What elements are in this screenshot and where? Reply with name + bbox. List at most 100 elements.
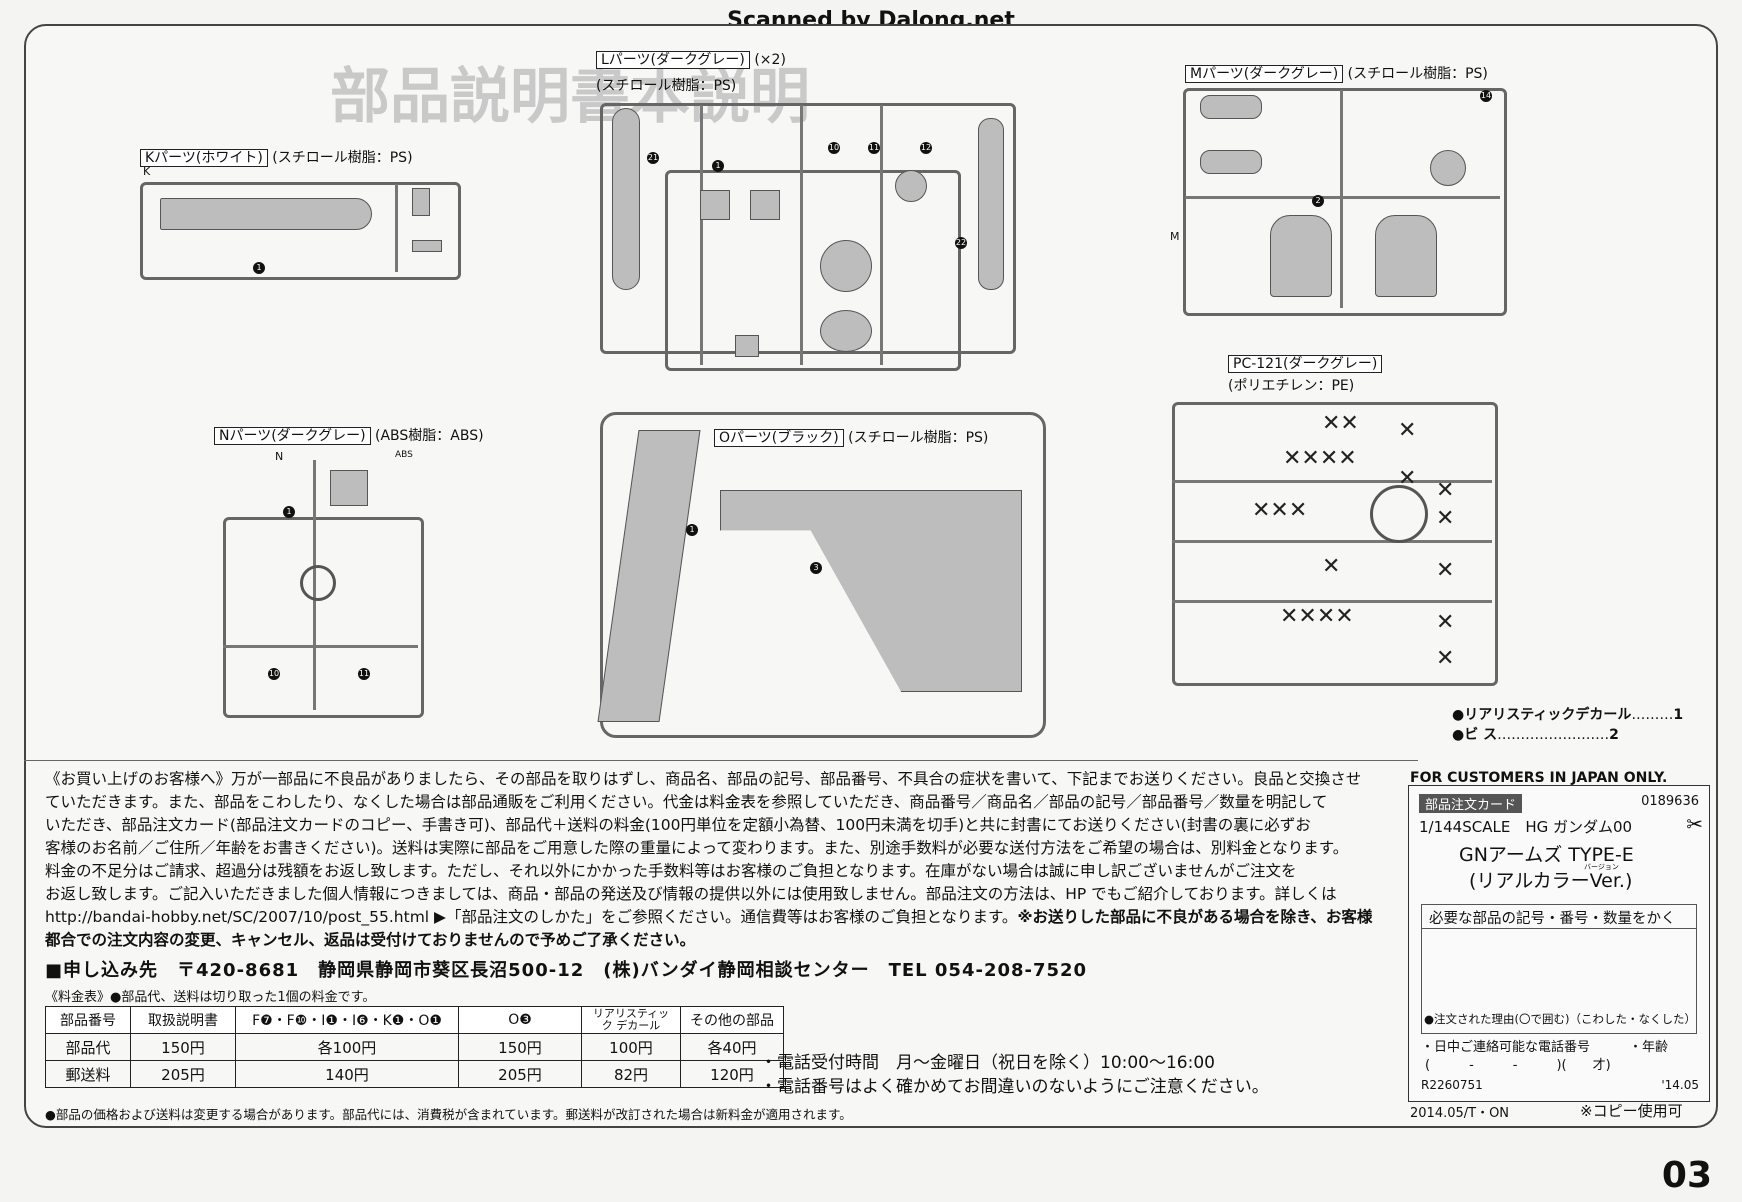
card-code: 0189636 [1641, 794, 1699, 809]
card-copy-note: ※コピー使用可 [1580, 1102, 1683, 1120]
pc-x-mark: ✕ [1398, 418, 1417, 443]
fee-header-cell: O❸ [458, 1006, 582, 1034]
fee-cell: 各100円 [235, 1033, 459, 1061]
l-part-number-11: 11 [868, 142, 880, 154]
m-runner-bar-v [1340, 90, 1343, 308]
m-part-1 [1270, 215, 1332, 297]
pc-runner-bar-1 [1172, 480, 1492, 483]
card-phone-field[interactable]: ( - - )( 才) [1425, 1058, 1611, 1073]
k-part-3 [412, 240, 442, 252]
fee-cell: 各40円 [680, 1033, 784, 1061]
fee-cell: 82円 [581, 1060, 681, 1088]
pc-ring [1370, 485, 1428, 543]
fee-header-cell: 取扱説明書 [130, 1006, 236, 1034]
k-runner-bar [395, 184, 398, 272]
card-header: FOR CUSTOMERS IN JAPAN ONLY. [1410, 770, 1668, 786]
card-fill-box[interactable] [1421, 904, 1697, 1034]
l-part-number-22: 22 [955, 237, 967, 249]
pc-x-mark: ✕ [1436, 478, 1455, 503]
card-ref: R2260751 [1421, 1078, 1483, 1092]
notice-line: 客様のお名前／ご住所／年齢をお書きください)。送料は実際に部品をご用意した際の重… [45, 839, 1349, 857]
l-part-10 [735, 335, 759, 357]
page-number: 03 [1661, 1155, 1712, 1196]
l-part-15 [820, 240, 872, 292]
m-part-number-14: 14 [1480, 90, 1492, 102]
pc-x-mark: ✕✕✕✕ [1280, 604, 1354, 629]
m-part-number-2: 2 [1312, 195, 1324, 207]
notice-line: 料金の不足分はご請求、超過分は残額をお返し致します。ただし、それ以外にかかった手… [45, 862, 1297, 880]
k-part-1 [160, 198, 372, 230]
k-runner-frame [140, 182, 461, 280]
fee-cell: 120円 [680, 1060, 784, 1088]
price-footnote: ●部品の価格および送料は変更する場合があります。部品代には、消費税が含まれていま… [45, 1107, 852, 1122]
notice-line: お返し致します。ご記入いただきました個人情報につきましては、商品・部品の発送及び… [45, 885, 1337, 903]
l-runner-outer [600, 103, 1016, 354]
fee-cell: 部品代 [45, 1033, 131, 1061]
fee-cell: 150円 [130, 1033, 236, 1061]
m-part-11 [1430, 150, 1466, 186]
card-ruby: バージョン [1584, 863, 1619, 871]
pc-x-mark: ✕ [1436, 646, 1455, 671]
n-part-ring [300, 565, 336, 601]
pc-x-mark: ✕ [1436, 506, 1455, 531]
o-part-number-1: 1 [686, 524, 698, 536]
l-part-number-21: 21 [647, 152, 659, 164]
m-runner-letter: M [1170, 230, 1180, 243]
m-runner-frame [1183, 88, 1507, 316]
fee-cell: 205円 [130, 1060, 236, 1088]
fee-caption: 《料金表》●部品代、送料は切り取った1個の料金です。 [45, 990, 376, 1005]
n-runner-label: Nパーツ(ダークグレー) (ABS樹脂：ABS) [214, 425, 484, 445]
extras-list: ●リアリスティックデカール………1 ●ビ ス……………………2 [1452, 705, 1683, 745]
show-through-heading: 部品説明書本説明 [330, 62, 810, 132]
n-runner-bar [223, 645, 418, 648]
fee-header-row: 部品番号 取扱説明書 F❼・F❿・I❶・I❻・K❶・O❶ O❸ リアリスティック… [45, 1006, 784, 1034]
l-part-4 [750, 190, 780, 220]
card-age-label: ・年齢 [1629, 1040, 1669, 1055]
card-print: 2014.05/T・ON [1410, 1106, 1510, 1121]
fee-cell: 150円 [458, 1033, 582, 1061]
pc-runner-bar-2 [1172, 540, 1492, 543]
fee-cell: 205円 [458, 1060, 582, 1088]
phone-hours: ・電話受付時間 月～金曜日（祝日を除く）10:00～16:00 [760, 1053, 1215, 1073]
pc-runner-frame [1172, 402, 1498, 686]
l-part-21 [612, 108, 640, 290]
l-part-3 [700, 190, 730, 220]
pc-x-mark: ✕✕ [1322, 411, 1359, 436]
fee-header-cell: F❼・F❿・I❶・I❻・K❶・O❶ [235, 1006, 459, 1034]
n-runner-frame [223, 517, 424, 718]
extra-screw: ●ビ ス……………………2 [1452, 727, 1619, 743]
fee-header-cell: リアリスティック デカール [581, 1006, 681, 1034]
l-part-18 [820, 310, 872, 352]
fee-cell: 郵送料 [45, 1060, 131, 1088]
card-scale: 1/144SCALE HG ガンダム00 [1419, 818, 1633, 836]
m-part-5 [1200, 95, 1262, 119]
l-part-number-12: 12 [920, 142, 932, 154]
n-runner-letter: N [275, 450, 284, 463]
notice-line: 《お買い上げのお客様へ》万が一部品に不良品がありましたら、その部品を取りはずし、… [45, 770, 1362, 788]
card-rule [1421, 928, 1697, 929]
fee-header-cell: その他の部品 [680, 1006, 784, 1034]
k-part-number: 1 [253, 262, 265, 274]
m-part-3 [1375, 215, 1437, 297]
card-product: GNアームズ TYPE-E [1459, 844, 1634, 866]
l-runner-material: (スチロール樹脂：PS) [596, 78, 737, 94]
card-title: 部品注文カード [1419, 794, 1523, 813]
card-reason: ●注文された理由(〇で囲む)（こわした・なくした） [1424, 1012, 1697, 1026]
l-part-22 [978, 118, 1004, 290]
o-runner-label: Oパーツ(ブラック) (スチロール樹脂：PS) [714, 427, 988, 447]
card-date: '14.05 [1661, 1078, 1699, 1092]
fee-cell: 100円 [581, 1033, 681, 1061]
l-runner-bar-2 [800, 105, 803, 365]
o-runner-frame [600, 412, 1046, 738]
pc-x-mark: ✕ [1322, 554, 1341, 579]
n-part-number-10: 10 [268, 668, 280, 680]
section-divider [24, 760, 1418, 761]
customer-notice: 《お買い上げのお客様へ》万が一部品に不良品がありましたら、その部品を取りはずし、… [45, 768, 1390, 952]
k-runner-letter: K [143, 165, 151, 178]
card-phone-label: ・日中ご連絡可能な電話番号 [1421, 1040, 1591, 1055]
m-part-4 [1200, 150, 1262, 174]
card-version: (リアルカラーVer.) [1469, 870, 1633, 892]
pc-x-mark: ✕✕✕✕ [1283, 446, 1357, 471]
n-part-number-11: 11 [358, 668, 370, 680]
l-runner-label: Lパーツ(ダークグレー) (×2) [596, 49, 786, 69]
